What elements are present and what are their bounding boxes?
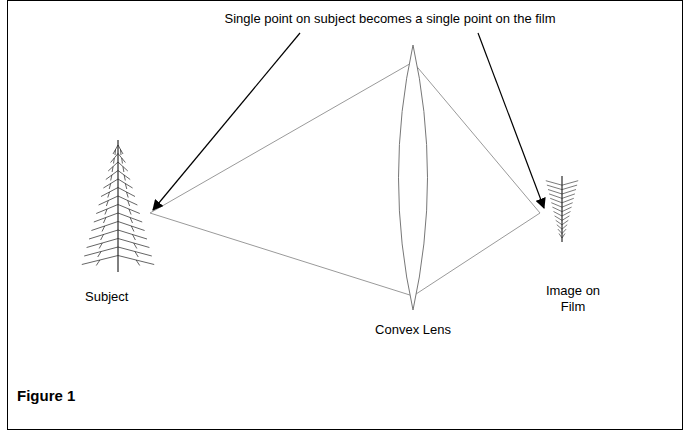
figure-caption: Figure 1 xyxy=(17,388,75,404)
convex-lens xyxy=(399,45,428,310)
part-label: Image on Film xyxy=(543,283,603,315)
leader-line xyxy=(153,33,300,210)
subject-tree xyxy=(82,140,154,272)
light-ray xyxy=(150,213,540,296)
frame-border xyxy=(8,1,683,430)
leader-line xyxy=(478,33,544,208)
light-ray xyxy=(150,62,540,213)
part-label: Subject xyxy=(85,289,128,305)
note-text: Single point on subject becomes a single… xyxy=(225,11,556,27)
image-tree xyxy=(546,176,578,242)
part-label: Convex Lens xyxy=(375,322,451,338)
